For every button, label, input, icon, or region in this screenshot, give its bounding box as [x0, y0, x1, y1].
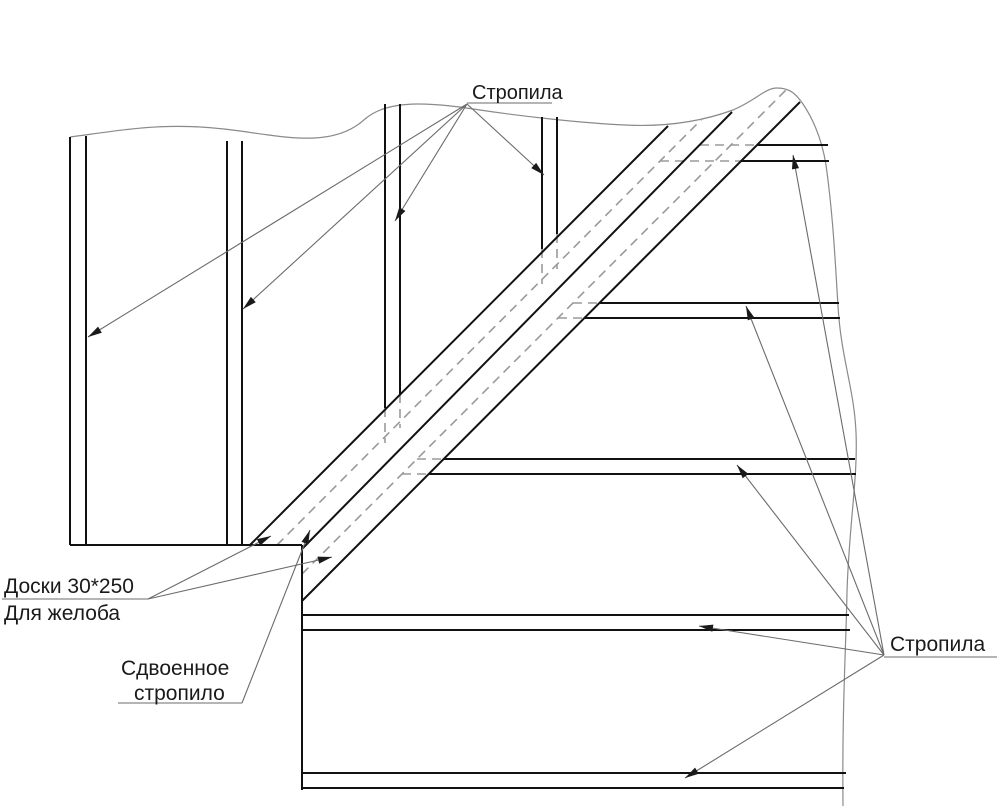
- annotations: Стропила Стропила Доски 30*250 Для желоб…: [4, 82, 985, 705]
- leader-right-to-rafter3: [736, 464, 885, 656]
- diagonal-hidden-edge-1: [276, 118, 703, 546]
- hidden-edges: [276, 89, 787, 575]
- leader-top-to-stud4: [466, 103, 545, 176]
- leader-boards-to-upper-board: [147, 535, 272, 600]
- label-gutter-boards-line1: Доски 30*250: [4, 575, 134, 598]
- leader-right-to-beam-upper: [698, 624, 885, 656]
- leader-right-to-rafter1: [791, 154, 885, 656]
- diagonal-rafter-bottom-edge: [301, 101, 801, 602]
- label-gutter-boards-line2: Для желоба: [4, 602, 120, 625]
- diagonal-rafter-top-edge: [249, 125, 669, 546]
- leader-right-to-beam-lower: [684, 654, 885, 779]
- label-doubled-rafter-line1: Сдвоенное: [121, 657, 229, 680]
- label-rafters-top: Стропила: [472, 82, 564, 104]
- label-doubled-rafter-line2: стропило: [134, 682, 225, 705]
- diagonal-rafter-middle-edge: [301, 111, 733, 550]
- leader-top-to-stud3: [394, 103, 468, 222]
- leader-top-to-stud2: [242, 103, 468, 310]
- leader-top-to-stud1: [87, 103, 468, 338]
- label-rafters-right: Стропила: [890, 633, 985, 656]
- leader-doubled-to-diagonal: [241, 529, 311, 704]
- leader-boards-to-lower-board: [147, 556, 333, 600]
- leader-lines: [2, 102, 997, 779]
- leader-right-to-rafter2: [745, 305, 885, 656]
- diagonal-hidden-edge-2: [301, 89, 787, 575]
